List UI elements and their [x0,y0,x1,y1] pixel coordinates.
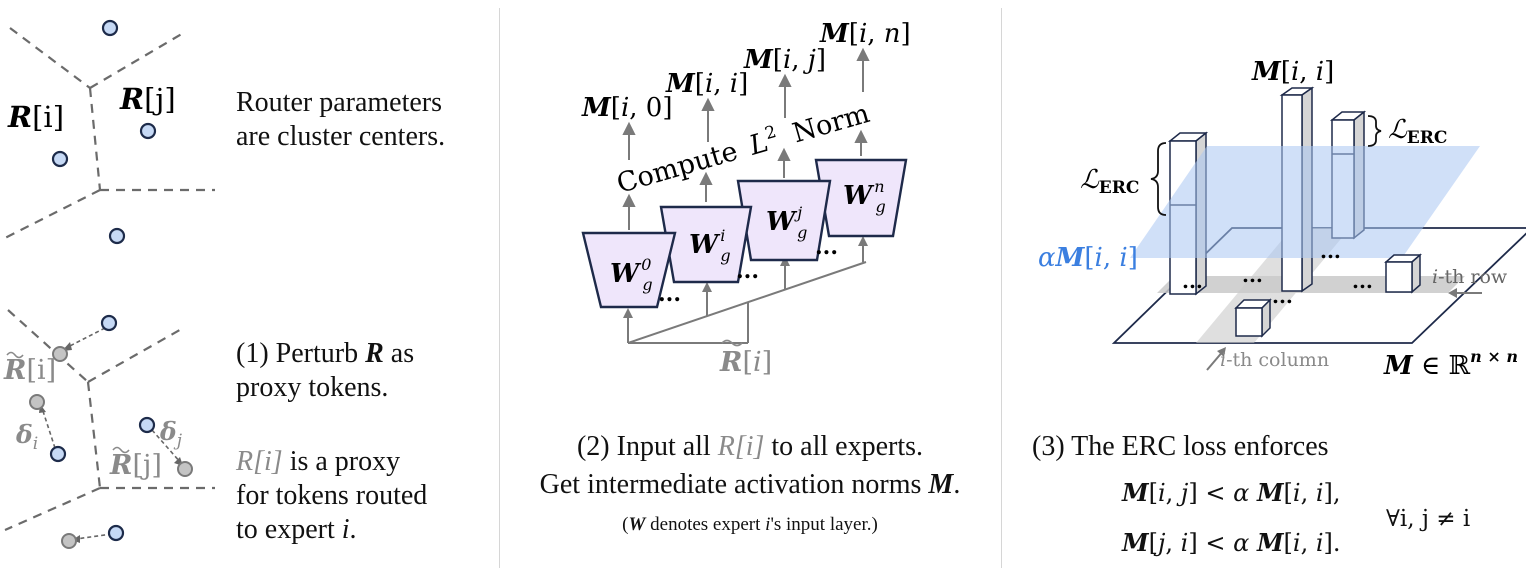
ellipsis: ... [658,281,681,307]
cluster-center-dot [101,19,119,37]
output-label-0: M[i, 0] [581,93,672,123]
router-label-j: R[j] [119,82,176,116]
ellipsis: ... [1182,269,1203,293]
expert-trapezoid-0 [581,231,677,309]
matrix-diagram: αM[i, i] ... ... ... ... ... M[i, i] ℒER… [1038,57,1526,381]
small-cube-1 [1384,253,1422,294]
alpha-plane [1130,146,1480,258]
output-label-j: M[i, j] [743,45,826,75]
inequality-2: M[j, i] < α M[i, i]. [1122,528,1341,557]
divider [499,8,500,568]
cluster-center-dot [138,416,156,434]
proxy-label-j: R[j] [109,450,162,481]
row-label: i-th row [1432,266,1508,288]
delta-j: δj [159,417,183,451]
voronoi-diagram: R[i] R[j] [3,19,215,549]
ellipsis: ... [736,258,759,284]
inequality-1: M[i, j] < α M[i, i], [1122,478,1341,507]
ellipsis: ... [1352,269,1373,293]
alpha-label: αM[i, i] [1038,243,1138,273]
output-label-n: M[i, n] [819,19,911,49]
router-caption: Router parameters are cluster centers. [236,87,446,152]
router-label-i: R[i] [7,100,64,134]
proxy-token-dot [61,533,77,549]
right-brace [1367,115,1382,147]
output-label-i: M[i, i] [665,69,748,99]
ellipsis: ... [1320,239,1341,263]
forall-clause: ∀i, j ≠ i [1386,506,1471,532]
delta-i: δi [15,420,38,454]
panel-erc-loss: αM[i, i] ... ... ... ... ... M[i, i] ℒER… [1002,0,1526,575]
top-label: M[i, i] [1251,57,1334,87]
matrix-label: M ∈ ℝn × n [1383,347,1518,381]
proxy-token-dot [29,394,45,410]
loss-label-left: ℒERC [1080,165,1139,198]
cluster-center-dot [49,445,67,463]
cluster-center-dot [108,227,126,245]
cluster-center-dot [139,122,157,140]
input-label: R[i] [719,347,772,378]
ellipsis: ... [815,234,838,260]
proxy-label-i: R[i] [3,355,56,386]
column-label: i-th column [1220,349,1329,371]
cluster-center-dot [100,314,118,332]
proxy-caption: R[i] is a proxy for tokens routed to exp… [236,446,428,545]
proxy-token-dot [52,346,68,362]
ellipsis: ... [1272,284,1293,308]
ellipsis: ... [1242,263,1263,287]
small-cube-2 [1234,298,1272,338]
left-brace [1150,142,1167,216]
proxy-token-dot [177,461,193,477]
cluster-center-dot [51,150,69,168]
panel-router-clusters: R[i] R[j] [0,0,495,575]
loss-label-right: ℒERC [1388,115,1447,148]
cluster-center-dot [107,524,125,542]
perturb-caption: (1) Perturb R as proxy tokens. [236,338,415,403]
divider [1001,8,1002,568]
panel2-caption: (2) Input all R[i] to all experts. Get i… [539,431,961,535]
panel3-caption-title: (3) The ERC loss enforces [1032,431,1329,462]
